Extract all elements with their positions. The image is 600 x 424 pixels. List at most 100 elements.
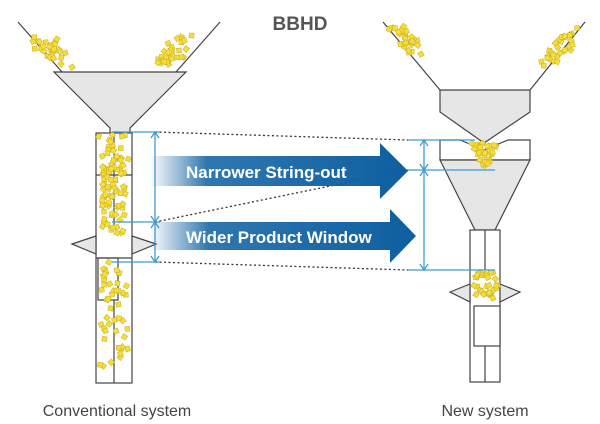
granule	[122, 282, 131, 290]
granule	[109, 224, 116, 231]
conventional-system	[17, 21, 221, 384]
granule	[101, 282, 107, 288]
granule	[561, 32, 569, 40]
granule	[120, 211, 128, 219]
left-hopper	[52, 71, 188, 134]
granule	[550, 51, 556, 58]
granule	[104, 221, 111, 228]
granule	[484, 143, 491, 150]
granule	[105, 295, 112, 302]
granule	[556, 49, 564, 57]
granule	[489, 148, 496, 156]
granule	[480, 290, 488, 299]
granule	[417, 50, 425, 58]
granule	[477, 144, 484, 151]
granule	[473, 271, 481, 279]
right-measure-arrowheads-lower	[419, 168, 429, 272]
granule	[101, 190, 110, 199]
granule	[402, 39, 410, 47]
top-arrow-label: Narrower String-out	[186, 163, 347, 182]
granule	[57, 60, 65, 68]
caption-conventional: Conventional system	[43, 403, 192, 420]
granule	[540, 62, 547, 69]
granule	[160, 58, 168, 65]
granule	[392, 25, 398, 31]
comparison-lines	[154, 131, 409, 271]
granule	[119, 183, 128, 191]
granule	[49, 54, 58, 62]
granule	[62, 49, 69, 57]
granule	[574, 25, 580, 31]
granule	[404, 46, 413, 55]
granule	[115, 202, 122, 209]
granule	[484, 159, 492, 168]
right-jaw-left	[448, 283, 471, 303]
granule	[553, 58, 561, 66]
granule	[124, 345, 132, 353]
granule	[99, 197, 105, 204]
granule	[109, 147, 118, 155]
granule	[385, 25, 393, 33]
left-granules-top-right	[154, 32, 195, 68]
granule	[472, 290, 480, 299]
granule	[176, 47, 182, 54]
granule	[117, 190, 124, 197]
granule	[394, 28, 403, 36]
dotted-line-bottom	[154, 261, 409, 271]
granule	[108, 291, 116, 298]
granule	[105, 258, 113, 266]
right-jaw-right	[499, 283, 522, 303]
granule	[154, 58, 162, 67]
granule	[106, 280, 114, 288]
granule	[108, 176, 115, 183]
right-upper-hopper	[439, 89, 531, 144]
granule	[544, 55, 550, 61]
granule	[114, 280, 121, 287]
bottom-arrow-shape	[150, 209, 416, 263]
granule	[569, 41, 576, 48]
granule	[188, 32, 195, 39]
granule	[104, 150, 111, 156]
granule	[470, 281, 478, 290]
granule	[164, 48, 173, 57]
granule	[124, 155, 132, 163]
granule	[107, 165, 115, 173]
granule	[98, 286, 105, 294]
granule	[182, 45, 190, 53]
granule	[99, 202, 106, 209]
granule	[56, 48, 64, 56]
granule	[102, 327, 109, 335]
granule	[108, 131, 116, 139]
granule	[110, 157, 117, 164]
granule	[470, 145, 479, 153]
granule	[491, 275, 500, 283]
granule	[103, 314, 111, 322]
granule	[58, 54, 65, 61]
granule	[118, 133, 126, 140]
right-granules-top-right	[538, 25, 580, 69]
granule	[98, 163, 107, 171]
granule	[485, 281, 493, 289]
granule	[117, 145, 124, 151]
granule	[116, 345, 122, 351]
left-granules-stream	[95, 131, 132, 237]
bottom-arrow-label: Wider Product Window	[186, 228, 373, 247]
right-granules-bottom	[470, 268, 501, 302]
granule	[180, 37, 188, 45]
granule	[493, 282, 500, 289]
granule	[115, 301, 122, 308]
granule	[53, 35, 61, 43]
granule	[113, 266, 121, 274]
left-granules-top-left	[29, 34, 76, 71]
top-arrow-shape	[150, 143, 408, 199]
granule	[119, 227, 127, 235]
granule	[39, 43, 47, 50]
granule	[31, 34, 37, 40]
granule	[553, 43, 562, 51]
left-jaw-right	[131, 235, 158, 255]
wider-product-window-arrow: Wider Product Window	[150, 209, 416, 263]
granule	[408, 37, 416, 45]
granule	[486, 289, 493, 297]
granule	[107, 305, 114, 312]
